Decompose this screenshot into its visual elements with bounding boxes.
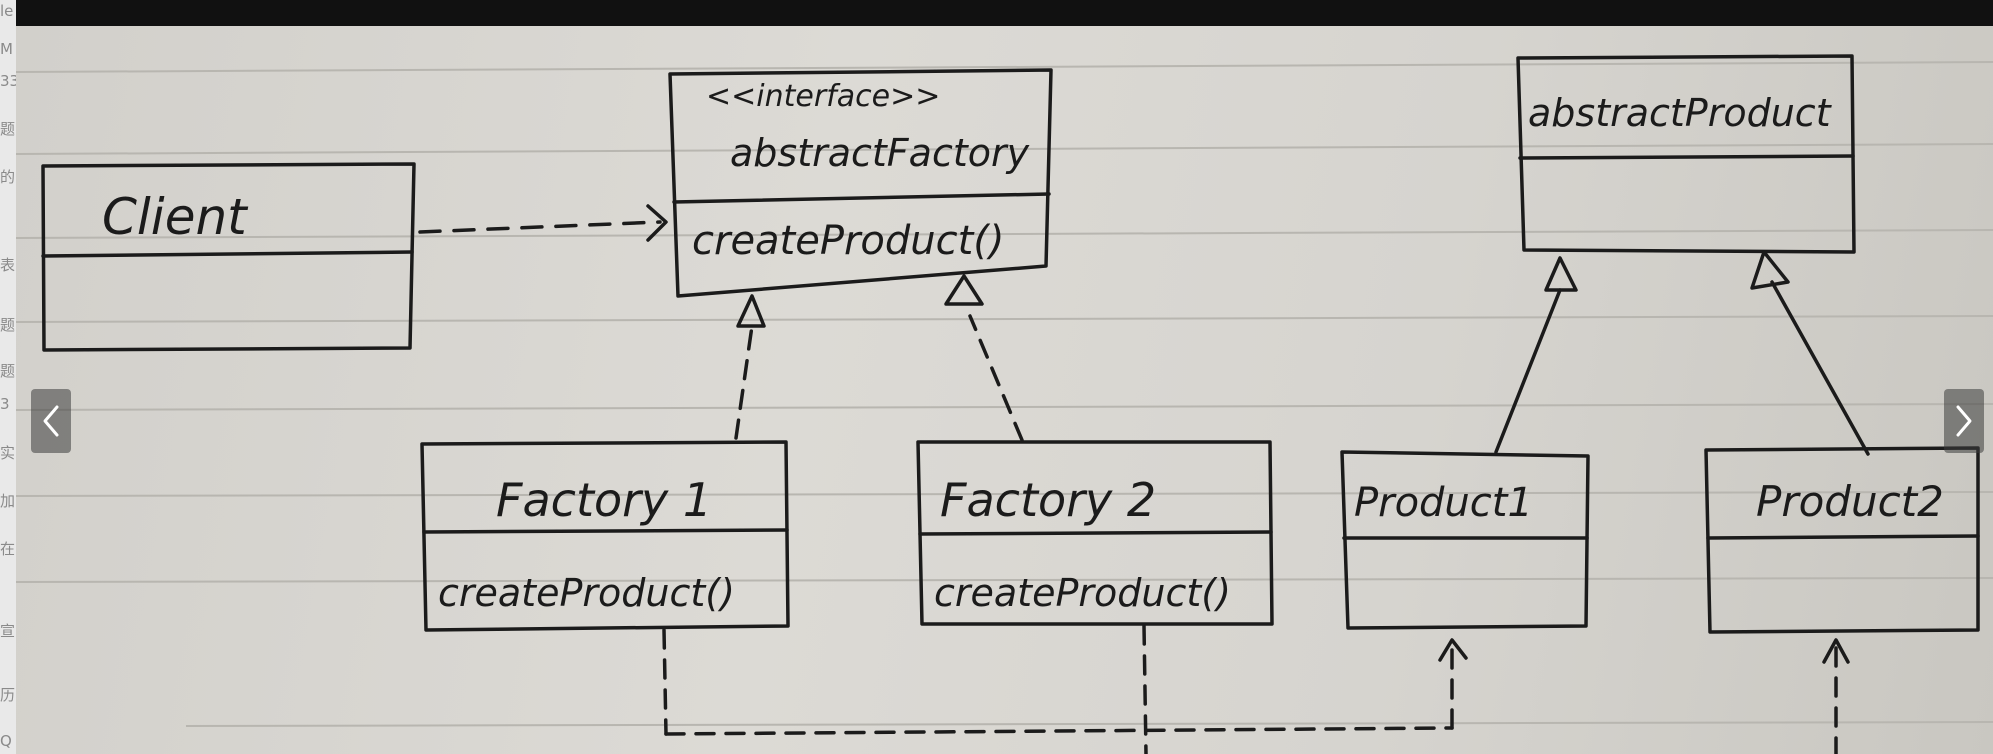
- product1-box-outline: [1340, 450, 1590, 630]
- realization-arrowhead: [736, 294, 766, 328]
- sidebar-fragment: 33: [0, 72, 16, 90]
- sidebar-fragment: 题: [0, 120, 16, 138]
- factory2-creates-line: [1142, 624, 1148, 754]
- factory1-box-divider: [422, 528, 789, 534]
- creates-horizontal-line: [664, 726, 1454, 736]
- product2-created-arrowhead: [1822, 638, 1850, 664]
- product2-inheritance-arrow: [1750, 250, 1870, 456]
- sidebar-fragment: 历: [0, 686, 16, 704]
- inheritance-arrowhead: [1544, 256, 1578, 292]
- factory2-box: [916, 440, 1274, 626]
- factory1-method: createProduct(): [438, 571, 735, 615]
- uml-diagram: <<interface>> abstractFactory createProd…: [16, 54, 1993, 754]
- ruled-lines: [16, 61, 1993, 727]
- product1-box: [1340, 450, 1590, 630]
- product2-box-divider: [1706, 534, 1980, 540]
- factory1-realization-arrow: [734, 294, 766, 440]
- inheritance-line: [1770, 280, 1870, 456]
- ruled-line: [16, 61, 1993, 73]
- client-box: [41, 162, 416, 352]
- sidebar-fragment: 表: [0, 256, 16, 274]
- product1-inheritance-arrow: [1494, 256, 1578, 454]
- abstract-product-box-divider: [1518, 154, 1855, 160]
- chevron-right-icon: [1956, 405, 1972, 437]
- factory1-creates-line: [662, 628, 668, 736]
- client-name: Client: [102, 188, 249, 246]
- previous-image-button[interactable]: [31, 389, 71, 453]
- product2-box-outline: [1704, 446, 1980, 634]
- ruled-line: [16, 577, 1993, 583]
- ruled-line: [16, 403, 1993, 411]
- sidebar-fragment: 题: [0, 362, 16, 380]
- sidebar-fragment: 实: [0, 444, 16, 462]
- client-box-outline: [41, 162, 416, 352]
- abstract-product-box: [1516, 54, 1856, 254]
- next-image-button[interactable]: [1944, 389, 1984, 453]
- chevron-left-icon: [43, 405, 59, 437]
- sidebar-fragment: 宣: [0, 622, 16, 640]
- sidebar-fragment: Q: [0, 732, 12, 750]
- realization-line: [968, 314, 1024, 442]
- interface-stereotype: <<interface>>: [706, 79, 940, 114]
- ruled-line: [16, 229, 1993, 239]
- factory1-box-outline: [420, 440, 790, 632]
- client-box-divider: [41, 250, 414, 258]
- ruled-line: [16, 491, 1993, 497]
- inheritance-arrowhead: [1750, 250, 1790, 290]
- realization-line: [734, 324, 754, 440]
- sidebar-fragment: le: [0, 2, 14, 20]
- creation-dependencies: [662, 624, 1838, 754]
- realization-arrowhead: [944, 274, 984, 306]
- factory2-box-divider: [918, 530, 1273, 536]
- sidebar-fragment: M: [0, 40, 13, 58]
- interface-name: abstractFactory: [730, 131, 1030, 175]
- dependency-arrowhead: [646, 204, 668, 242]
- factory2-name: Factory 2: [940, 473, 1156, 527]
- background-page-sidebar: le M 33 题 的 表 题 题 3 实 加 在 宣 历 Q: [0, 0, 16, 754]
- factory2-realization-arrow: [944, 274, 1024, 442]
- client-dependency-arrow: [418, 204, 668, 242]
- abstract-product-box-outline: [1516, 54, 1856, 254]
- ruled-line: [185, 721, 1993, 727]
- factory2-method: createProduct(): [934, 571, 1231, 615]
- interface-method: createProduct(): [692, 218, 1005, 264]
- product1-created-arrowhead: [1438, 638, 1468, 662]
- interface-box-divider: [672, 192, 1051, 204]
- factory1-name: Factory 1: [496, 473, 712, 527]
- product2-name: Product2: [1756, 477, 1944, 526]
- diagram-photo: <<interface>> abstractFactory createProd…: [16, 26, 1993, 754]
- sidebar-fragment: 3: [0, 395, 10, 413]
- sidebar-fragment: 题: [0, 316, 16, 334]
- interface-box-outline: [668, 68, 1053, 298]
- abstract-product-name: abstractProduct: [1528, 91, 1833, 135]
- dependency-line: [418, 220, 662, 234]
- factory2-box-outline: [916, 440, 1274, 626]
- inheritance-line: [1494, 288, 1562, 454]
- ruled-line: [16, 315, 1993, 323]
- sidebar-fragment: 的: [0, 168, 16, 186]
- sidebar-fragment: 加: [0, 492, 16, 510]
- sidebar-fragment: 在: [0, 540, 16, 558]
- product1-name: Product1: [1354, 480, 1533, 526]
- product2-box: [1704, 446, 1980, 634]
- interface-box: [668, 68, 1053, 298]
- factory1-box: [420, 440, 790, 632]
- ruled-line: [16, 143, 1993, 155]
